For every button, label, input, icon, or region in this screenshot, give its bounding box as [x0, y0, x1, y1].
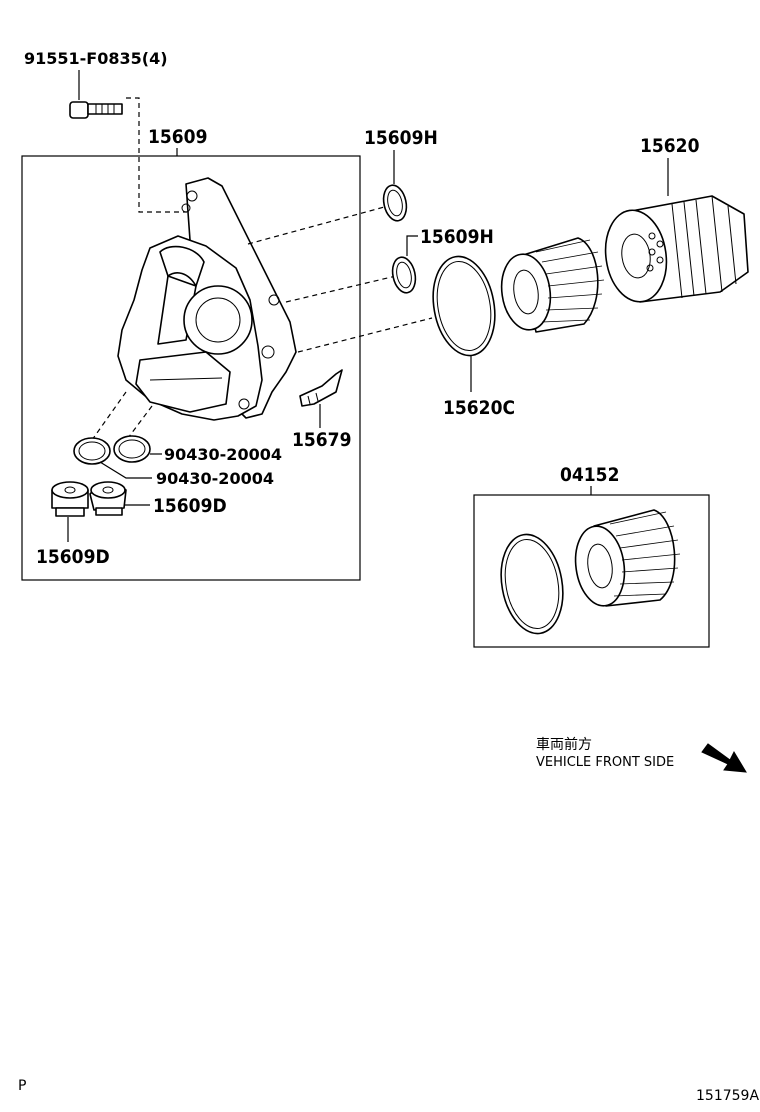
housing-group-frame — [21, 155, 361, 581]
label-filter-cap[interactable]: 15620 — [640, 135, 700, 157]
label-bolt[interactable]: 91551-F0835(4) — [24, 49, 168, 68]
label-gasket-b[interactable]: 90430-20004 — [164, 445, 282, 464]
oring-upper-part[interactable] — [380, 183, 409, 223]
illustration-id: 151759A — [696, 1088, 759, 1104]
label-clip[interactable]: 15679 — [292, 429, 351, 451]
footer-left-code: P — [18, 1078, 26, 1094]
kit-gasket-part[interactable] — [494, 530, 570, 639]
label-oring-lower[interactable]: 15609H — [420, 226, 494, 248]
oring-lower-part[interactable] — [389, 255, 418, 295]
oil-filter-housing-part[interactable] — [117, 177, 297, 421]
arrow-down-right-icon — [701, 743, 747, 773]
leader-oring-lower — [406, 235, 418, 256]
gasket-a-part[interactable] — [73, 437, 111, 465]
dash-bolt — [126, 97, 187, 213]
label-element-kit[interactable]: 04152 — [560, 464, 619, 486]
dash-oring-upper — [247, 205, 389, 245]
filter-cap-part[interactable] — [600, 195, 749, 306]
orientation-label-jp: 車両前方 — [536, 736, 592, 753]
gasket-b-part[interactable] — [113, 435, 151, 463]
leader-gasket-a — [99, 461, 152, 479]
dash-gasket-a — [91, 391, 127, 441]
dash-gasket-b — [127, 405, 153, 439]
plug-left-part[interactable] — [51, 481, 89, 517]
plug-right-part[interactable] — [89, 481, 127, 516]
label-cap-gasket[interactable]: 15620C — [443, 397, 515, 419]
label-plug-left[interactable]: 15609D — [36, 546, 110, 568]
orientation-label-en: VEHICLE FRONT SIDE — [536, 755, 674, 770]
bolt-part[interactable] — [69, 101, 123, 119]
cap-gasket-part[interactable] — [426, 252, 502, 361]
label-housing[interactable]: 15609 — [148, 126, 207, 148]
label-gasket-a[interactable]: 90430-20004 — [156, 469, 274, 488]
filter-element-part[interactable] — [497, 237, 605, 333]
label-oring-upper[interactable]: 15609H — [364, 127, 438, 149]
clip-part[interactable] — [299, 369, 343, 407]
dash-cap-gasket — [297, 317, 433, 353]
dash-oring-lower — [285, 275, 397, 303]
kit-element-part[interactable] — [571, 509, 681, 609]
label-plug-right[interactable]: 15609D — [153, 495, 227, 517]
